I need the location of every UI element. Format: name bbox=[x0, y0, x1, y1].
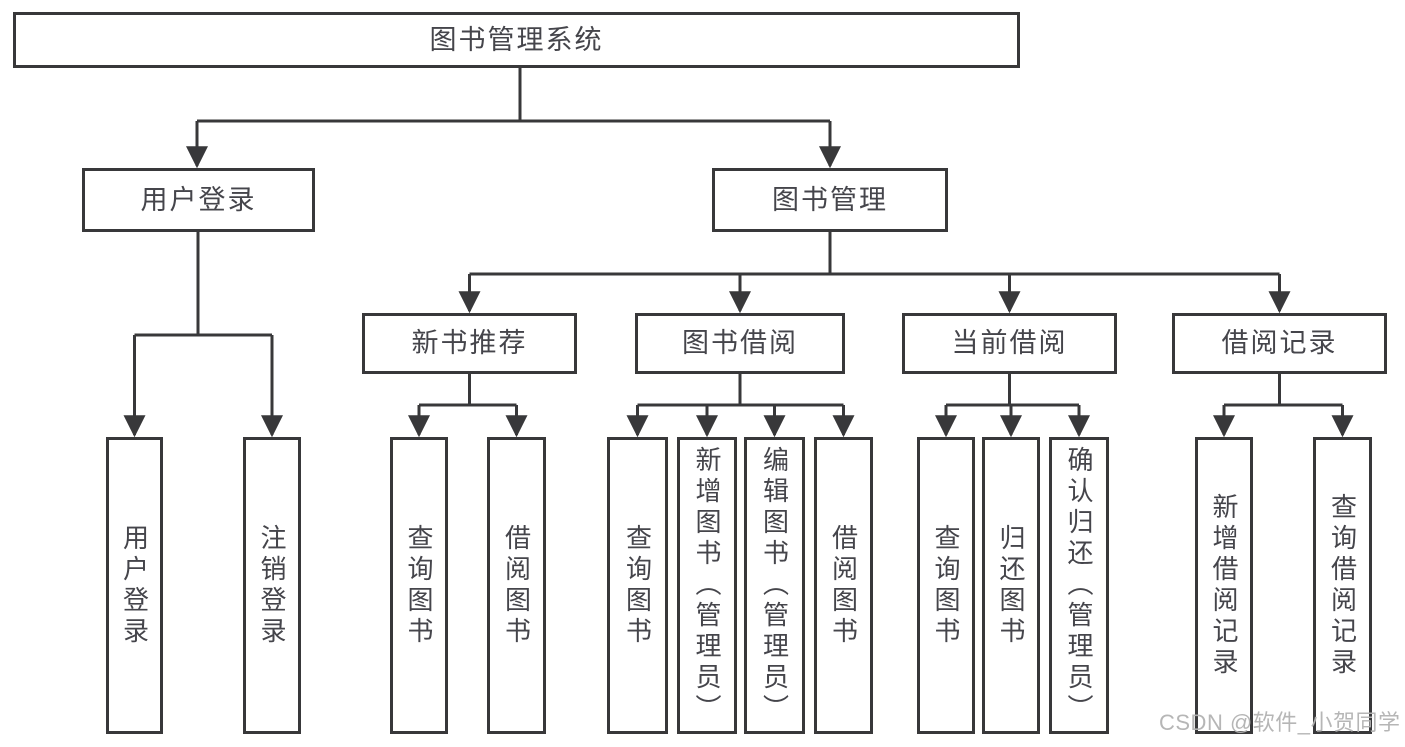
branch-skeleton bbox=[134, 66, 1343, 407]
leaf-confirm-return-admin-label: 确认归还（管理员） bbox=[1064, 446, 1094, 725]
leaf-add-borrow-record: 新增借阅记录 bbox=[1195, 437, 1253, 734]
node-borrow-records-label: 借阅记录 bbox=[1221, 328, 1338, 358]
node-book-management: 图书管理 bbox=[712, 168, 948, 232]
leaf-query-books-recommend: 查询图书 bbox=[390, 437, 448, 734]
leaf-confirm-return-admin: 确认归还（管理员） bbox=[1049, 437, 1109, 734]
leaf-query-borrow-record-label: 查询借阅记录 bbox=[1327, 492, 1358, 679]
node-root-label: 图书管理系统 bbox=[429, 24, 604, 55]
leaf-borrow-books-recommend-label: 借阅图书 bbox=[501, 523, 532, 648]
leaf-query-books-current-label: 查询图书 bbox=[931, 523, 961, 648]
leaf-logout-label: 注销登录 bbox=[257, 523, 287, 648]
leaf-query-books-current: 查询图书 bbox=[917, 437, 975, 734]
node-new-book-recommend-label: 新书推荐 bbox=[411, 328, 528, 358]
node-book-borrow: 图书借阅 bbox=[635, 313, 845, 374]
leaf-add-books-admin: 新增图书（管理员） bbox=[677, 437, 737, 734]
leaf-user-login: 用户登录 bbox=[106, 437, 163, 734]
leaf-edit-books-admin: 编辑图书（管理员） bbox=[744, 437, 805, 734]
node-user-login: 用户登录 bbox=[82, 168, 315, 232]
leaf-borrow-books-recommend: 借阅图书 bbox=[487, 437, 546, 734]
node-root: 图书管理系统 bbox=[13, 12, 1020, 68]
node-current-borrow: 当前借阅 bbox=[902, 313, 1117, 374]
leaf-user-login-label: 用户登录 bbox=[119, 523, 150, 648]
arrow-stems bbox=[123, 121, 1354, 438]
node-borrow-records: 借阅记录 bbox=[1172, 313, 1387, 374]
leaf-query-books-borrow-label: 查询图书 bbox=[622, 523, 653, 648]
node-book-management-label: 图书管理 bbox=[772, 184, 888, 215]
leaf-logout: 注销登录 bbox=[243, 437, 301, 734]
leaf-edit-books-admin-label: 编辑图书（管理员） bbox=[759, 446, 790, 725]
leaf-add-borrow-record-label: 新增借阅记录 bbox=[1209, 492, 1239, 679]
leaf-borrow-books: 借阅图书 bbox=[814, 437, 873, 734]
csdn-watermark: CSDN @软件_小贺同学 bbox=[1159, 710, 1401, 735]
node-new-book-recommend: 新书推荐 bbox=[362, 313, 577, 374]
leaf-add-books-admin-label: 新增图书（管理员） bbox=[692, 446, 722, 725]
node-book-borrow-label: 图书借阅 bbox=[682, 328, 798, 358]
leaf-borrow-books-label: 借阅图书 bbox=[828, 523, 859, 648]
leaf-return-books-label: 归还图书 bbox=[996, 523, 1026, 648]
leaf-query-books-borrow: 查询图书 bbox=[607, 437, 668, 734]
node-current-borrow-label: 当前借阅 bbox=[951, 328, 1068, 358]
node-user-login-label: 用户登录 bbox=[140, 184, 257, 215]
leaf-query-borrow-record: 查询借阅记录 bbox=[1313, 437, 1372, 734]
leaf-return-books: 归还图书 bbox=[982, 437, 1040, 734]
leaf-query-books-recommend-label: 查询图书 bbox=[404, 523, 434, 648]
